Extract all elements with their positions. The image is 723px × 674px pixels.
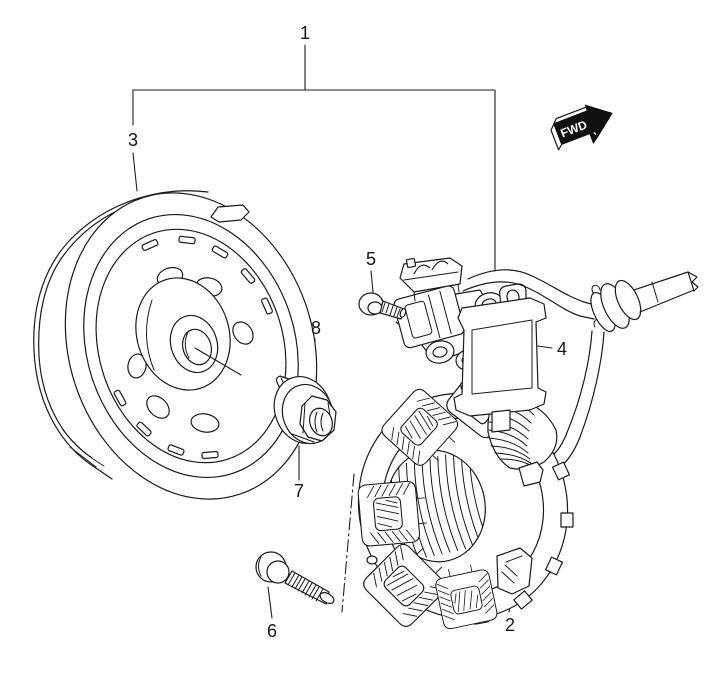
callout-6: 6 [266, 621, 278, 641]
harness-wire [462, 269, 599, 320]
flange-bolt-drawing [255, 551, 335, 605]
screw-drawing [358, 292, 407, 320]
stator-tab-right [518, 461, 544, 487]
grommet-and-sleeve [590, 271, 699, 333]
rotor-hub [135, 277, 231, 391]
callout-3: 3 [127, 130, 139, 150]
callout-1: 1 [299, 23, 311, 43]
stator-bolt-hole-2 [366, 555, 378, 565]
callout-4: 4 [556, 339, 568, 359]
flywheel-rotor-drawing [33, 190, 318, 500]
stator-tab-lower-right [496, 547, 533, 595]
fwd-arrow: FWD [550, 104, 613, 151]
connector-block [399, 257, 463, 302]
callout-5: 5 [365, 249, 377, 269]
flange-nut-drawing [273, 376, 337, 445]
callout-2: 2 [504, 615, 516, 635]
bracket-drawing [453, 283, 547, 433]
hub-to-key-leader [194, 347, 242, 376]
rotor-top-tab [210, 204, 250, 223]
callout-8: 8 [310, 318, 322, 338]
rim-slots [113, 235, 273, 460]
callout-7: 7 [293, 481, 305, 501]
